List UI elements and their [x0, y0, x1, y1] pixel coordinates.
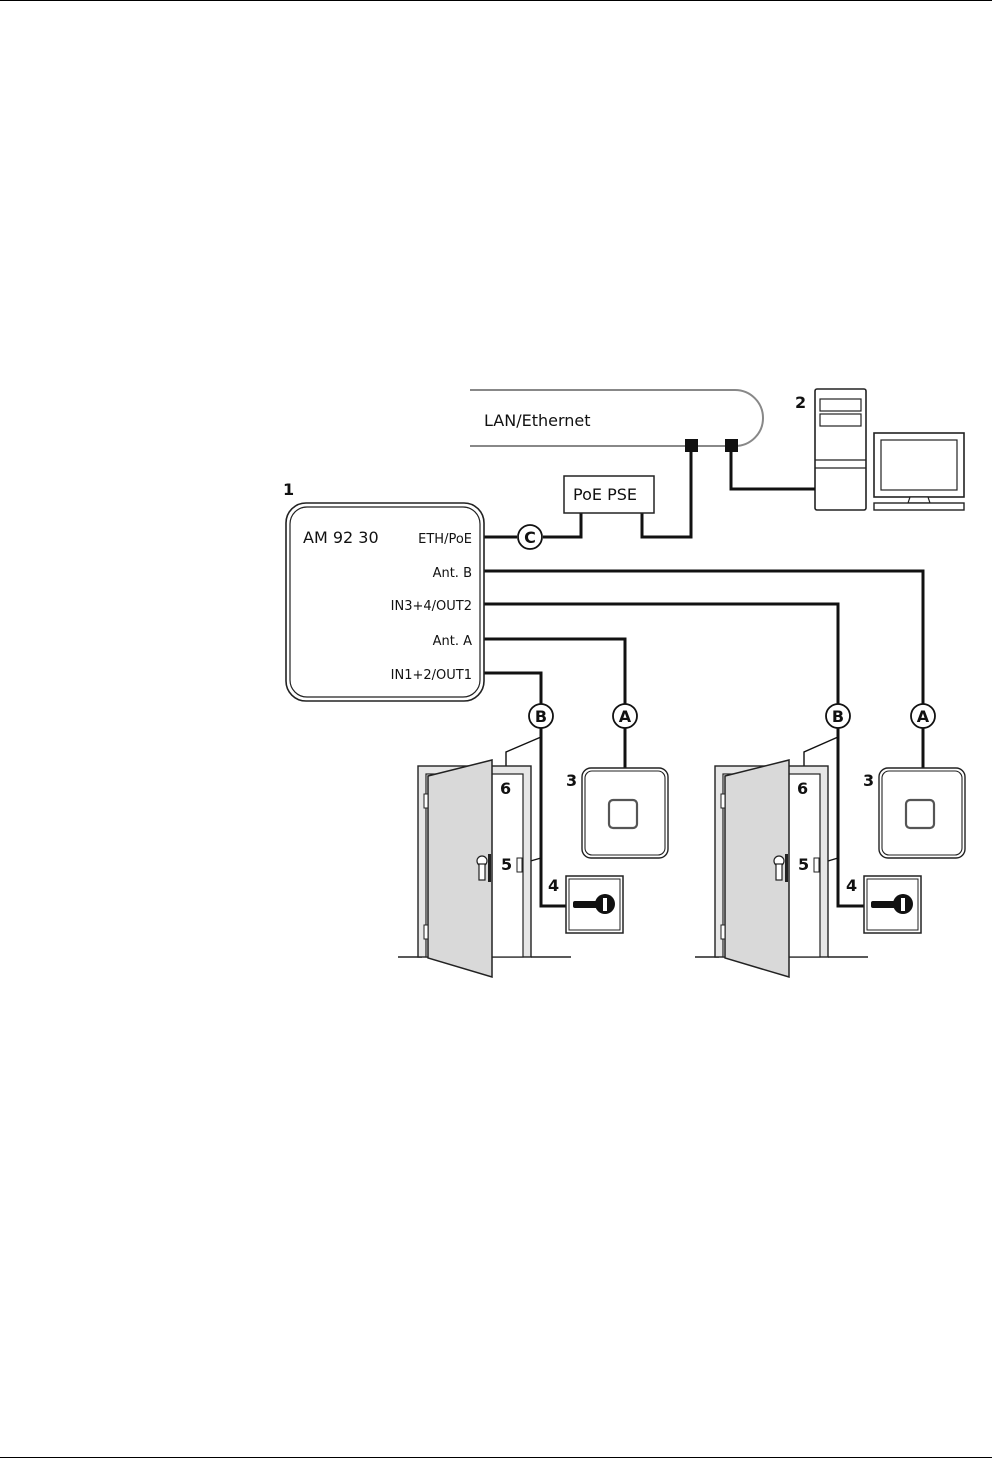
controller-am9230: 1 AM 92 30 ETH/PoE Ant. B IN3+4/OUT2 Ant…: [283, 480, 484, 701]
reader-right: 3: [863, 768, 965, 858]
door-right: 6 5: [695, 760, 868, 977]
door-left: 6 5: [398, 760, 571, 977]
controller-name: AM 92 30: [303, 528, 379, 547]
cable-labels: C B A B A: [518, 525, 935, 728]
callout-2: 2: [795, 393, 806, 412]
cable-a-left-label: A: [619, 707, 632, 726]
lan-label: LAN/Ethernet: [484, 411, 591, 430]
port-in12-out1: IN1+2/OUT1: [391, 668, 472, 683]
reader-icon: [906, 800, 934, 828]
cable-a-right-label: A: [917, 707, 930, 726]
reader-left: 3: [566, 768, 668, 858]
cable-c-label: C: [524, 528, 536, 547]
lan-bus: LAN/Ethernet: [470, 390, 763, 452]
port-eth-poe: ETH/PoE: [418, 532, 472, 547]
cable-b-left-label: B: [535, 707, 547, 726]
callout-1: 1: [283, 480, 294, 499]
callout-5-left: 5: [501, 855, 512, 874]
door-lock-sensor: [517, 858, 522, 872]
pc-keyboard: [874, 503, 964, 510]
lan-connector-2: [725, 439, 738, 452]
port-ant-b: Ant. B: [433, 566, 472, 581]
wiring: [484, 452, 923, 906]
pc-computer: 2: [795, 389, 964, 510]
callout-6-right: 6: [797, 779, 808, 798]
port-in34-out2: IN3+4/OUT2: [391, 599, 472, 614]
poe-pse-label: PoE PSE: [573, 485, 637, 504]
door-lock-sensor: [814, 858, 819, 872]
callout-3-left: 3: [566, 771, 577, 790]
poe-pse-box: PoE PSE: [564, 476, 654, 513]
reader-icon: [609, 800, 637, 828]
port-ant-a: Ant. A: [433, 634, 472, 649]
callout-4-left: 4: [548, 876, 559, 895]
callout-4-right: 4: [846, 876, 857, 895]
cable-b-right-label: B: [832, 707, 844, 726]
lan-connector-1: [685, 439, 698, 452]
callout-6-left: 6: [500, 779, 511, 798]
callout-3-right: 3: [863, 771, 874, 790]
callout-5-right: 5: [798, 855, 809, 874]
